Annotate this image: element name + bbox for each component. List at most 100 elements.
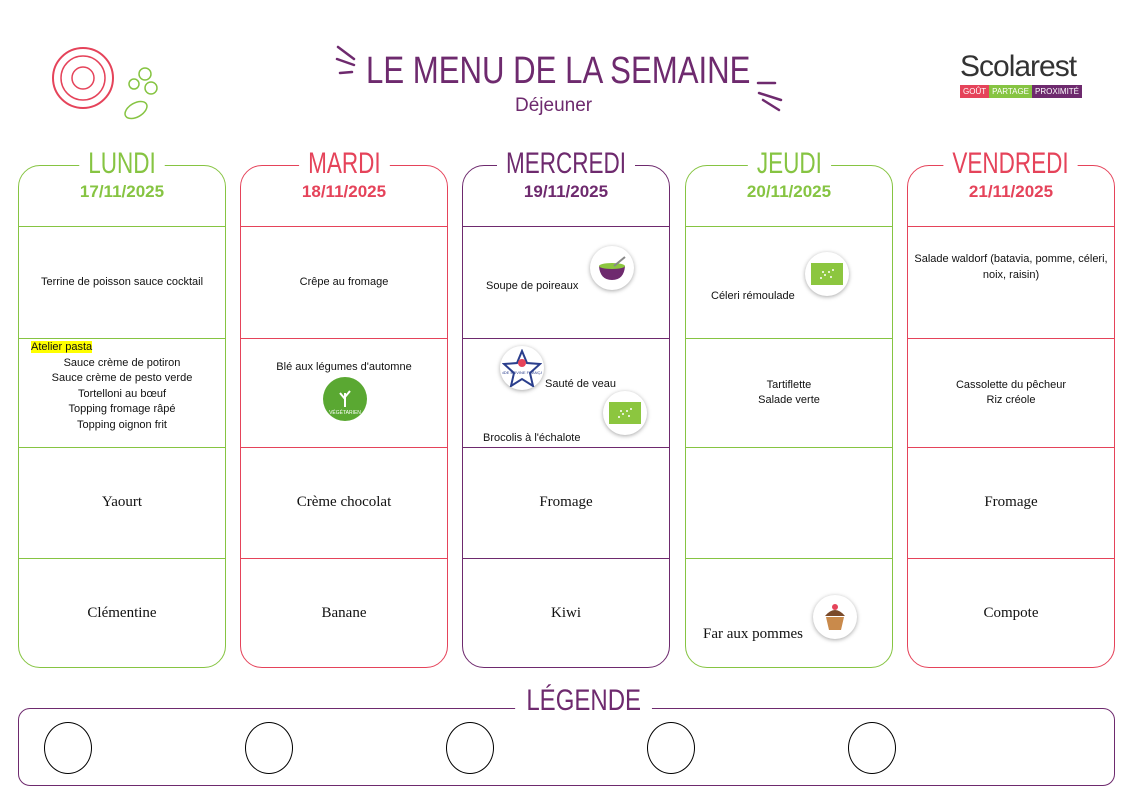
dish-list: Banane (322, 606, 367, 622)
dish-list: Compote (984, 606, 1039, 622)
menu-cell (686, 447, 892, 558)
page-subtitle: Déjeuner (515, 95, 593, 116)
dish-list: Far aux pommes (703, 626, 803, 643)
day-date: 20/11/2025 (746, 182, 832, 201)
day-header: MERCREDI 19/11/2025 (461, 148, 671, 226)
dish-item: Far aux pommes (703, 626, 803, 642)
menu-cell: Banane (241, 558, 447, 669)
legend-title: LÉGENDE (515, 684, 653, 718)
donut-illustration-icon (52, 47, 158, 120)
dish-item: Kiwi (551, 605, 581, 622)
organic-eu-leaf-icon (805, 252, 849, 296)
dish-list: Blé aux légumes d'automne (276, 339, 411, 376)
dish-item: Topping oignon frit (77, 418, 167, 431)
menu-cell: Soupe de poireaux (463, 226, 669, 338)
legend-box (18, 708, 1115, 786)
svg-text:VIANDE BOVINE FRANÇAISE: VIANDE BOVINE FRANÇAISE (502, 370, 542, 375)
day-date: 17/11/2025 (79, 182, 165, 201)
dish-list: Crème chocolat (297, 495, 392, 511)
dish-highlight: Atelier pasta (19, 340, 225, 356)
day-header: VENDREDI 21/11/2025 (906, 148, 1116, 226)
dish-item: Cassolette du pêcheur (955, 378, 1067, 391)
svg-text:VÉGÉTARIEN: VÉGÉTARIEN (329, 409, 361, 416)
menu-cell: Crêpe au fromage (241, 226, 447, 338)
legend-icon-slot (245, 722, 293, 774)
organic-eu-leaf-icon (603, 391, 647, 435)
vegetarian-icon: VÉGÉTARIEN (323, 377, 367, 421)
dish-list: Fromage (539, 495, 592, 511)
dish-list: Yaourt (102, 495, 142, 511)
dish-list: Terrine de poisson sauce cocktail (41, 275, 203, 291)
menu-cell: Compote (908, 558, 1114, 669)
dish-item: Sauté de veau (545, 378, 616, 390)
dish-item: Fromage (539, 494, 593, 511)
dish-item: Terrine de poisson sauce cocktail (40, 275, 204, 288)
dish-item: Crème chocolat (296, 494, 392, 511)
day-date: 18/11/2025 (301, 182, 387, 201)
dish-list: Céleri rémoulade (711, 289, 795, 305)
day-header: LUNDI 17/11/2025 (17, 148, 227, 226)
logo-tag: PROXIMITÉ (1032, 85, 1083, 98)
dish-list: Crêpe au fromage (300, 275, 389, 291)
day-name: MERCREDI (496, 148, 635, 180)
day-header: MARDI 18/11/2025 (239, 148, 449, 226)
dish-item: Clémentine (87, 605, 157, 622)
day-name: MARDI (298, 148, 390, 180)
dish-item: Compote (983, 605, 1039, 622)
dish-list: Clémentine (87, 606, 156, 622)
menu-cell: Terrine de poisson sauce cocktail (19, 226, 225, 338)
dish-item: Tortelloni au bœuf (77, 387, 167, 400)
day-name: LUNDI (79, 148, 165, 180)
menu-cell: Clémentine (19, 558, 225, 669)
dish-item: Fromage (984, 494, 1038, 511)
legend-icon-slot (446, 722, 494, 774)
logo-tag: GOÛT (960, 85, 990, 98)
logo-wordmark: Scolarest (960, 50, 1077, 83)
cupcake-icon (813, 595, 857, 639)
menu-cell: Fromage (463, 447, 669, 558)
dish-list: Salade waldorf (batavia, pomme, céleri, … (908, 227, 1114, 283)
legend-icon-slot (647, 722, 695, 774)
menu-cell: Far aux pommes (686, 558, 892, 669)
dish-item: Brocolis à l'échalote (483, 431, 581, 444)
menu-cell: Crème chocolat (241, 447, 447, 558)
legend-icon-slot (848, 722, 896, 774)
viande-bovine-francaise-icon: VIANDE BOVINE FRANÇAISE (500, 346, 544, 390)
page-title: LE MENU DE LA SEMAINE (366, 50, 751, 92)
dish-item: Sauce crème de pesto verde (51, 372, 193, 384)
highlight-label: Atelier pasta (31, 341, 93, 353)
day-name: VENDREDI (943, 148, 1079, 180)
dish-list: Soupe de poireaux (486, 279, 578, 295)
dish-item: Crêpe au fromage (299, 275, 389, 288)
dish-item: Salade verte (758, 394, 820, 406)
dish-item: Topping fromage râpé (68, 403, 176, 415)
day-date: 21/11/2025 (968, 182, 1054, 201)
menu-cell: Yaourt (19, 447, 225, 558)
menu-cell: Salade waldorf (batavia, pomme, céleri, … (908, 226, 1114, 338)
menu-cell: Kiwi (463, 558, 669, 669)
logo-tag: PARTAGE (989, 85, 1033, 98)
day-date: 19/11/2025 (523, 182, 609, 201)
legend-icon-slot (44, 722, 92, 774)
soup-bowl-icon (590, 246, 634, 290)
dish-item: Riz créole (986, 394, 1036, 406)
title-sparkle-right-icon (756, 81, 783, 112)
title-sparkle-left-icon (335, 45, 356, 75)
